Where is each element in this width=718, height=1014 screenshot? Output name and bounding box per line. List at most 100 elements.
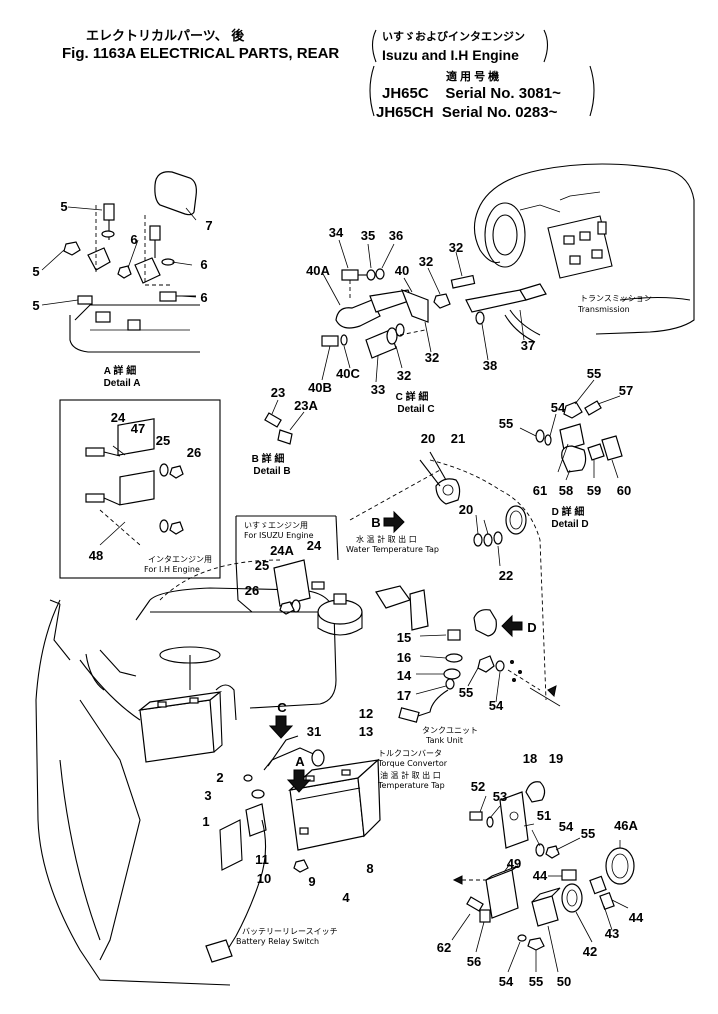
- part-label: 56: [467, 954, 481, 969]
- part-label: 44: [533, 868, 548, 883]
- part-label: 24: [307, 538, 322, 553]
- part-label: 52: [471, 779, 485, 794]
- bottom-right-assembly: [451, 781, 635, 973]
- arrow-b-icon: [383, 510, 405, 534]
- part-label: 55: [529, 974, 543, 989]
- part-label: 37: [521, 338, 535, 353]
- part-label: 24: [111, 410, 126, 425]
- isuzu-caption-en: For ISUZU Engine: [244, 531, 314, 540]
- tank-unit-group: [398, 609, 561, 723]
- detail-d-en: Detail D: [551, 519, 588, 530]
- detail-c-jp: C 詳 細: [396, 390, 429, 403]
- part-label: 51: [537, 808, 551, 823]
- detail-d-jp: D 詳 細: [552, 505, 585, 518]
- part-label: 59: [587, 483, 601, 498]
- connector-arrow-icon: [547, 685, 557, 698]
- part-label: 20: [421, 431, 435, 446]
- detail-b-group: [264, 399, 305, 445]
- arrow-a-label: A: [295, 754, 305, 769]
- part-label: 40B: [308, 380, 332, 395]
- isuzu-frame-left: [235, 516, 298, 613]
- part-label: 17: [397, 688, 411, 703]
- part-label: 23: [271, 385, 285, 400]
- terminal-clamp: [134, 257, 161, 284]
- part-label: 62: [437, 940, 451, 955]
- part-label: 20: [459, 502, 473, 517]
- bracket-40: [400, 288, 429, 323]
- part-label: 4: [342, 890, 350, 905]
- part-label: 43: [605, 926, 619, 941]
- gauge-42: [561, 883, 583, 913]
- part-label: 32: [425, 350, 439, 365]
- part-label: 31: [307, 724, 321, 739]
- sender-clip: [473, 609, 497, 637]
- ih-engine-detail-box: [59, 399, 221, 579]
- gauge-21: [435, 478, 461, 505]
- part-label: 1: [202, 814, 209, 829]
- applicable-serial-label: 適 用 号 機: [446, 69, 499, 83]
- part-label: 11: [255, 852, 269, 867]
- part-label: 53: [493, 789, 507, 804]
- part-label: 6: [200, 290, 207, 305]
- sender-58: [561, 445, 587, 473]
- water-tap-caption-jp: 水 温 計 取 出 口: [356, 534, 417, 544]
- part-label: 60: [617, 483, 631, 498]
- part-label: 33: [371, 382, 385, 397]
- relay-bracket-24a: [273, 559, 311, 607]
- part-label: 48: [89, 548, 103, 563]
- part-label: 15: [397, 630, 411, 645]
- part-label: 54: [489, 698, 504, 713]
- header: エレクトリカルパーツ、 後 Fig. 1163A ELECTRICAL PART…: [62, 28, 595, 121]
- relay-switch-caption-en: Battery Relay Switch: [236, 937, 319, 946]
- figure-title: Fig. 1163A ELECTRICAL PARTS, REAR: [62, 45, 339, 62]
- part-label: 54: [551, 400, 566, 415]
- transmission-group: トランスミッション Transmission: [473, 163, 695, 335]
- part-label: 40C: [336, 366, 360, 381]
- ih-detail-frame: [59, 399, 221, 579]
- part-label: 18: [523, 751, 537, 766]
- part-label: 57: [619, 383, 633, 398]
- part-label: 32: [419, 254, 433, 269]
- part-label: 7: [205, 218, 212, 233]
- serial-jh65ch: JH65CH Serial No. 0283~: [376, 104, 558, 121]
- part-label: 32: [449, 240, 463, 255]
- detail-a-jp: A 詳 細: [104, 364, 136, 377]
- water-tap-caption-en: Water Temperature Tap: [346, 545, 439, 554]
- oil-tap-caption-jp: 油 温 計 取 出 口: [380, 770, 441, 780]
- part-label: 23A: [294, 398, 318, 413]
- switch-49: [485, 869, 519, 919]
- part-label: 25: [156, 433, 170, 448]
- ih-caption-jp: インタエンジン用: [148, 555, 212, 564]
- part-label: 40: [395, 263, 409, 278]
- part-label: 6: [130, 232, 137, 247]
- part-label: 54: [559, 819, 574, 834]
- title-japanese: エレクトリカルパーツ、 後: [86, 28, 245, 43]
- part-label: 21: [451, 431, 465, 446]
- part-label: 26: [245, 583, 259, 598]
- part-label: 14: [397, 668, 412, 683]
- part-label: 2: [216, 770, 223, 785]
- terminal-clamp: [87, 247, 111, 271]
- bracket-37: [465, 289, 527, 313]
- box-50: [531, 895, 559, 927]
- part-label: 12: [359, 706, 373, 721]
- machine-body-group: [35, 459, 547, 986]
- isuzu-caption-jp: いすゞエンジン用: [244, 521, 308, 530]
- terminal-boot-cover: [154, 171, 197, 216]
- arrow-c-icon: [268, 715, 294, 739]
- bracket-open-icon: [369, 65, 375, 117]
- part-label: 26: [187, 445, 201, 460]
- arrows-group: B D C A: [268, 510, 557, 885]
- tank-unit-caption-en: Tank Unit: [425, 736, 463, 745]
- switch-18: [525, 781, 546, 803]
- battery-relay-switch: [245, 803, 267, 837]
- arrow-b-label: B: [371, 515, 380, 530]
- part-label: 16: [397, 650, 411, 665]
- bracket-plate: [409, 589, 429, 631]
- bracket-open-icon: [371, 29, 377, 63]
- part-label: 19: [549, 751, 563, 766]
- part-label: 54: [499, 974, 514, 989]
- nut: [117, 265, 132, 279]
- part-label: 55: [499, 416, 513, 431]
